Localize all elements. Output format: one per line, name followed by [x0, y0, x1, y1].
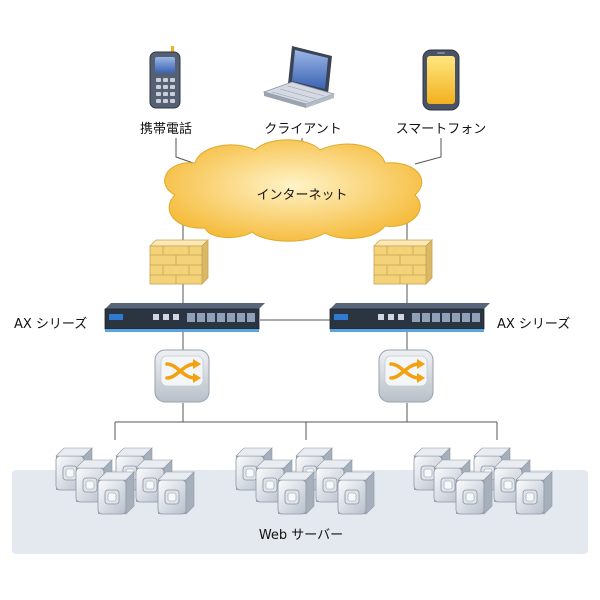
- firewall-left-icon: [149, 239, 209, 285]
- server-icon: [277, 471, 315, 515]
- switch-left-icon: [154, 349, 210, 403]
- firewall-right-icon: [373, 239, 433, 285]
- label-ax-right: AX シリーズ: [497, 317, 571, 332]
- server-icon: [337, 471, 375, 515]
- server-icon: [455, 471, 493, 515]
- server-icon: [97, 471, 135, 515]
- ax-appliance-right-icon: [329, 303, 490, 332]
- label-smartphone: スマートフォン: [395, 122, 487, 137]
- cloud-icon: [164, 139, 423, 242]
- server-icon: [515, 471, 553, 515]
- label-internet: インターネット: [256, 188, 348, 203]
- label-mobile-phone: 携帯電話: [139, 122, 193, 137]
- ax-appliance-left-icon: [104, 303, 265, 332]
- label-web-servers: Web サーバー: [258, 528, 344, 543]
- server-icon: [157, 471, 195, 515]
- mobile-phone-icon: [149, 46, 181, 109]
- label-ax-left: AX シリーズ: [14, 317, 88, 332]
- switch-right-icon: [378, 349, 434, 403]
- smartphone-icon: [422, 49, 460, 111]
- label-client: クライアント: [264, 122, 342, 137]
- connection-lines: [114, 138, 498, 440]
- desktop-computer-icon: [262, 46, 336, 108]
